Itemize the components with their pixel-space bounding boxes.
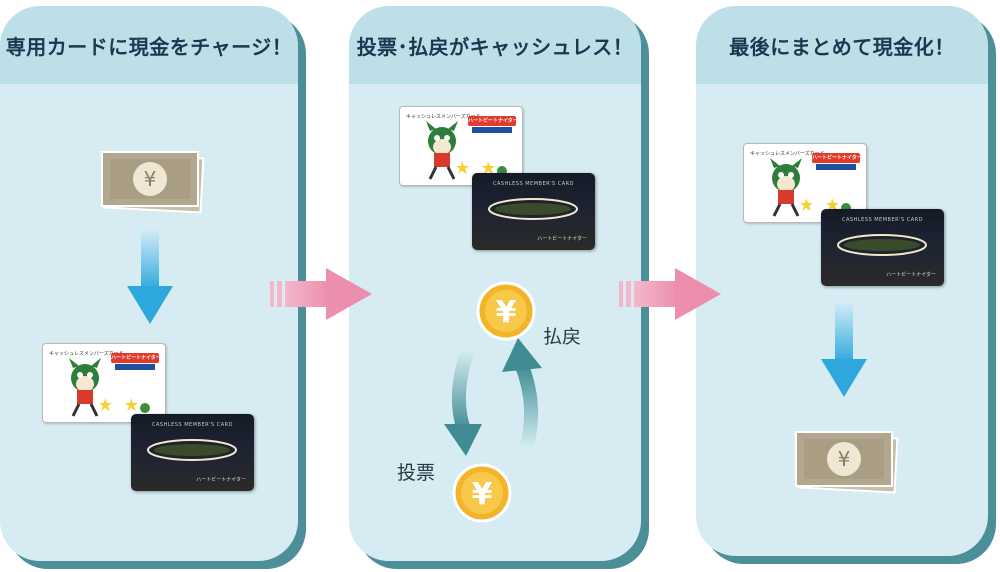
yen-coin-icon: ¥ <box>476 281 536 341</box>
flow-arrows-icon <box>444 338 542 456</box>
racetrack-icon <box>147 439 237 461</box>
svg-text:¥: ¥ <box>144 167 157 191</box>
mascot-icon <box>426 121 469 180</box>
card-logo: ハートビートナイター <box>196 477 246 483</box>
panel-title: 専用カードに現金をチャージ！ <box>5 34 293 59</box>
payout-label: 払戻 <box>543 326 582 348</box>
card-logo-sub <box>816 164 856 170</box>
step-arrow-icon <box>270 268 372 320</box>
card-logo-sub <box>115 364 155 370</box>
mascot-icon <box>770 158 813 217</box>
panel-header: 投票･払戻がキャッシュレス！ <box>349 6 641 84</box>
step-arrow-icon <box>619 268 721 320</box>
member-card: キャッシュレスメンバーズカード ハートビートナイター <box>42 343 166 423</box>
member-card: キャッシュレスメンバーズカード ハートビートナイター <box>399 106 523 186</box>
card-title: キャッシュレスメンバーズカード <box>406 114 481 120</box>
card-title: キャッシュレスメンバーズカード <box>49 351 124 357</box>
cashless-card: CASHLESS MEMBER'S CARD ハートビートナイター <box>472 173 595 250</box>
card-caption: CASHLESS MEMBER'S CARD <box>842 217 923 223</box>
card-logo: ハートビートナイター <box>537 236 587 242</box>
vote-label: 投票 <box>397 462 436 484</box>
card-logo-sub <box>472 127 512 133</box>
card-caption: CASHLESS MEMBER'S CARD <box>493 181 574 187</box>
arrow-down-icon <box>821 301 867 397</box>
panel-header: 専用カードに現金をチャージ！ <box>0 6 298 84</box>
panel-header: 最後にまとめて現金化！ <box>696 6 988 84</box>
card-caption: CASHLESS MEMBER'S CARD <box>152 422 233 428</box>
card-logo: ハートビートナイター <box>812 153 860 163</box>
cashless-card: CASHLESS MEMBER'S CARD ハートビートナイター <box>131 414 254 491</box>
svg-text:¥: ¥ <box>496 295 517 330</box>
panel-title: 最後にまとめて現金化！ <box>729 34 955 59</box>
banknote-icon: ¥ <box>101 151 205 214</box>
racetrack-icon <box>488 198 578 220</box>
cashless-card: CASHLESS MEMBER'S CARD ハートビートナイター <box>821 209 944 286</box>
card-logo: ハートビートナイター <box>111 353 159 363</box>
mascot-icon <box>69 358 112 417</box>
card-logo: ハートビートナイター <box>468 116 516 126</box>
card-logo: ハートビートナイター <box>886 272 936 278</box>
svg-text:¥: ¥ <box>472 477 493 512</box>
banknote-icon: ¥ <box>795 431 899 494</box>
card-title: キャッシュレスメンバーズカード <box>750 151 825 157</box>
racetrack-icon <box>837 234 927 256</box>
yen-coin-icon: ¥ <box>452 463 512 523</box>
panel-title: 投票･払戻がキャッシュレス！ <box>356 34 634 59</box>
star-icon <box>125 398 150 413</box>
arrow-down-icon <box>127 228 173 324</box>
svg-text:¥: ¥ <box>838 447 851 471</box>
